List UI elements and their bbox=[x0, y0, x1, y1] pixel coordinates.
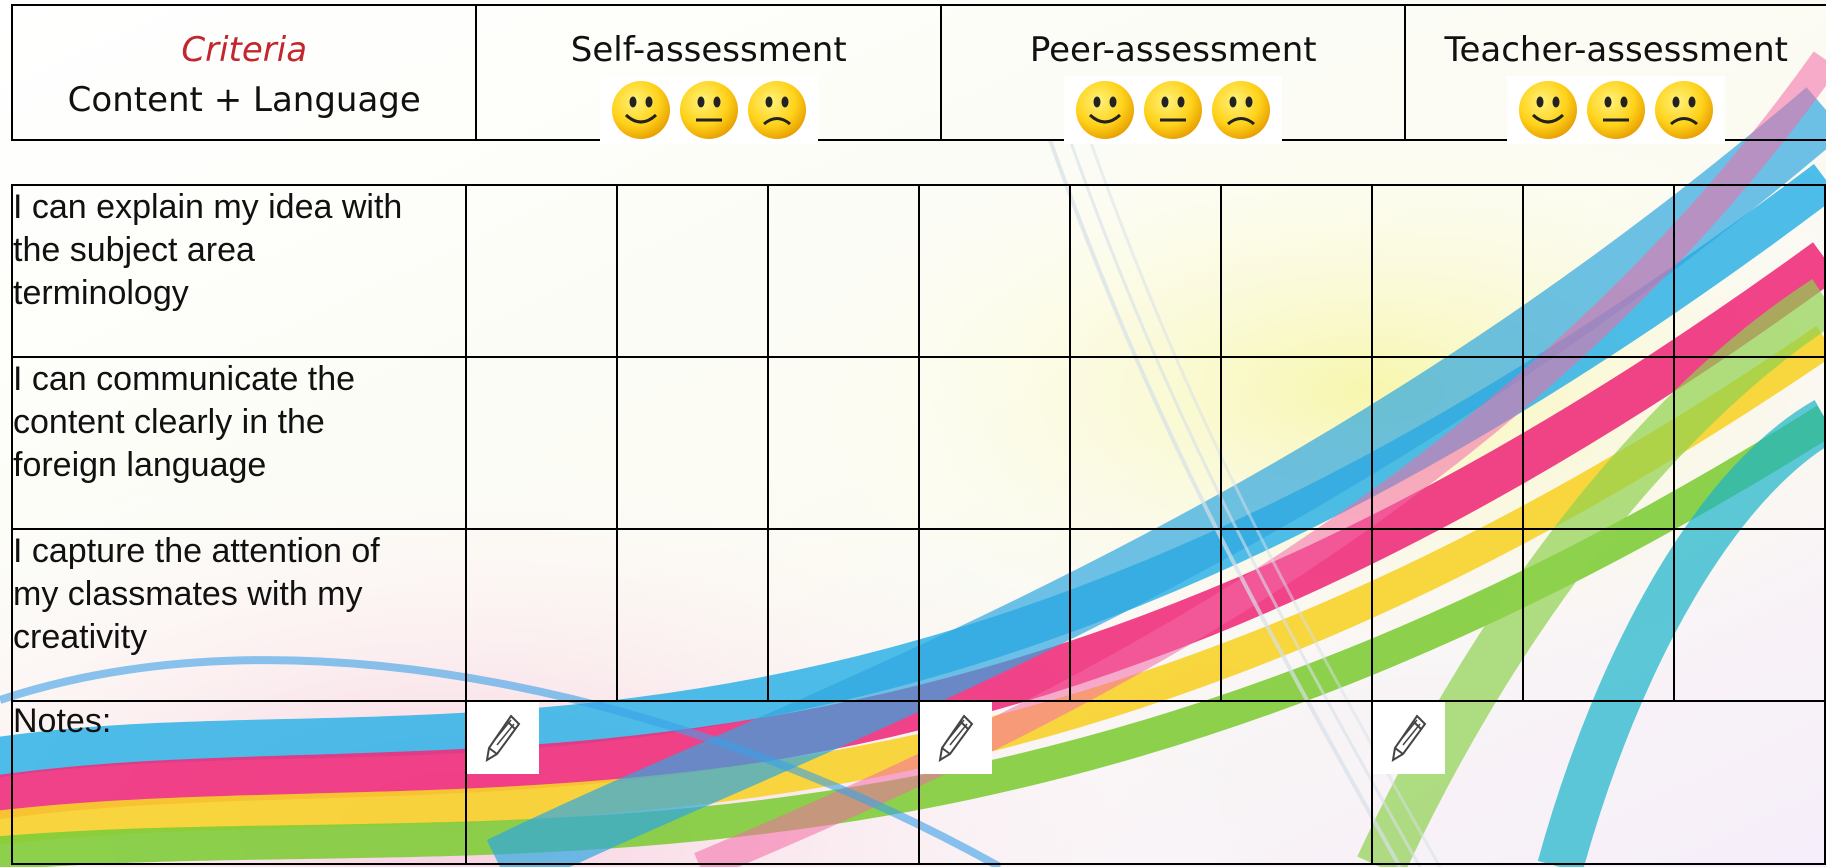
sad-face-icon bbox=[1212, 81, 1271, 139]
notes-row: Notes: bbox=[11, 700, 1826, 865]
criterion-text: I can explain my idea with the subject a… bbox=[13, 188, 403, 312]
rating-box[interactable] bbox=[767, 356, 920, 530]
self-assessment-label: Self-assessment bbox=[570, 30, 847, 70]
rating-box[interactable] bbox=[1371, 184, 1524, 358]
criterion-cell: I capture the attention of my classmates… bbox=[11, 528, 467, 702]
self-assessment-header-cell: Self-assessment bbox=[477, 6, 942, 144]
pencil-icon bbox=[1373, 702, 1445, 774]
criteria-header-cell: Criteria Content + Language bbox=[13, 6, 478, 139]
teacher-notes-area[interactable] bbox=[1371, 700, 1826, 865]
criteria-title: Criteria bbox=[181, 30, 308, 70]
rating-box[interactable] bbox=[1673, 528, 1826, 702]
rating-box[interactable] bbox=[1371, 356, 1524, 530]
rating-box[interactable] bbox=[1069, 356, 1222, 530]
neutral-face-icon bbox=[1144, 81, 1203, 139]
happy-face-icon bbox=[1519, 81, 1578, 139]
criterion-cell: I can explain my idea with the subject a… bbox=[11, 184, 467, 358]
rating-box[interactable] bbox=[465, 528, 618, 702]
rating-box[interactable] bbox=[1069, 184, 1222, 358]
rating-box[interactable] bbox=[616, 356, 769, 530]
rating-box[interactable] bbox=[1220, 528, 1373, 702]
notes-label: Notes: bbox=[13, 702, 112, 740]
pencil-icon bbox=[920, 702, 992, 774]
criteria-subtitle: Content + Language bbox=[67, 80, 421, 120]
rating-box[interactable] bbox=[1220, 184, 1373, 358]
assessment-header: Criteria Content + Language Self-assessm… bbox=[11, 4, 1826, 144]
table-row: I capture the attention of my classmates… bbox=[11, 528, 1826, 702]
sad-face-icon bbox=[747, 81, 806, 139]
rating-box[interactable] bbox=[918, 184, 1071, 358]
rating-box[interactable] bbox=[767, 528, 920, 702]
self-notes-area[interactable] bbox=[465, 700, 920, 865]
rating-box[interactable] bbox=[1673, 184, 1826, 358]
table-row: I can explain my idea with the subject a… bbox=[11, 184, 1826, 358]
peer-notes-area[interactable] bbox=[918, 700, 1373, 865]
criterion-cell: I can communicate the content clearly in… bbox=[11, 356, 467, 530]
rating-faces bbox=[1064, 76, 1283, 144]
sad-face-icon bbox=[1655, 81, 1714, 139]
assessment-grid: I can explain my idea with the subject a… bbox=[11, 184, 1826, 865]
pencil-icon bbox=[467, 702, 539, 774]
peer-assessment-header-cell: Peer-assessment bbox=[942, 6, 1407, 144]
rating-faces bbox=[599, 76, 818, 144]
happy-face-icon bbox=[611, 81, 670, 139]
rating-box[interactable] bbox=[1673, 356, 1826, 530]
rating-box[interactable] bbox=[616, 184, 769, 358]
neutral-face-icon bbox=[679, 81, 738, 139]
rating-box[interactable] bbox=[465, 184, 618, 358]
rating-box[interactable] bbox=[1069, 528, 1222, 702]
criterion-text: I can communicate the content clearly in… bbox=[13, 360, 356, 484]
teacher-assessment-header-cell: Teacher-assessment bbox=[1406, 6, 1826, 144]
rating-box[interactable] bbox=[767, 184, 920, 358]
criterion-text: I capture the attention of my classmates… bbox=[13, 532, 380, 656]
rating-box[interactable] bbox=[616, 528, 769, 702]
peer-assessment-label: Peer-assessment bbox=[1029, 30, 1317, 70]
happy-face-icon bbox=[1076, 81, 1135, 139]
rating-box[interactable] bbox=[1522, 356, 1675, 530]
teacher-assessment-label: Teacher-assessment bbox=[1444, 30, 1788, 70]
notes-label-cell: Notes: bbox=[11, 700, 467, 865]
rating-box[interactable] bbox=[1522, 528, 1675, 702]
rating-box[interactable] bbox=[1220, 356, 1373, 530]
rating-box[interactable] bbox=[918, 356, 1071, 530]
rating-box[interactable] bbox=[1522, 184, 1675, 358]
rating-box[interactable] bbox=[1371, 528, 1524, 702]
rating-box[interactable] bbox=[465, 356, 618, 530]
rating-box[interactable] bbox=[918, 528, 1071, 702]
rating-faces bbox=[1507, 76, 1726, 144]
neutral-face-icon bbox=[1587, 81, 1646, 139]
table-row: I can communicate the content clearly in… bbox=[11, 356, 1826, 530]
